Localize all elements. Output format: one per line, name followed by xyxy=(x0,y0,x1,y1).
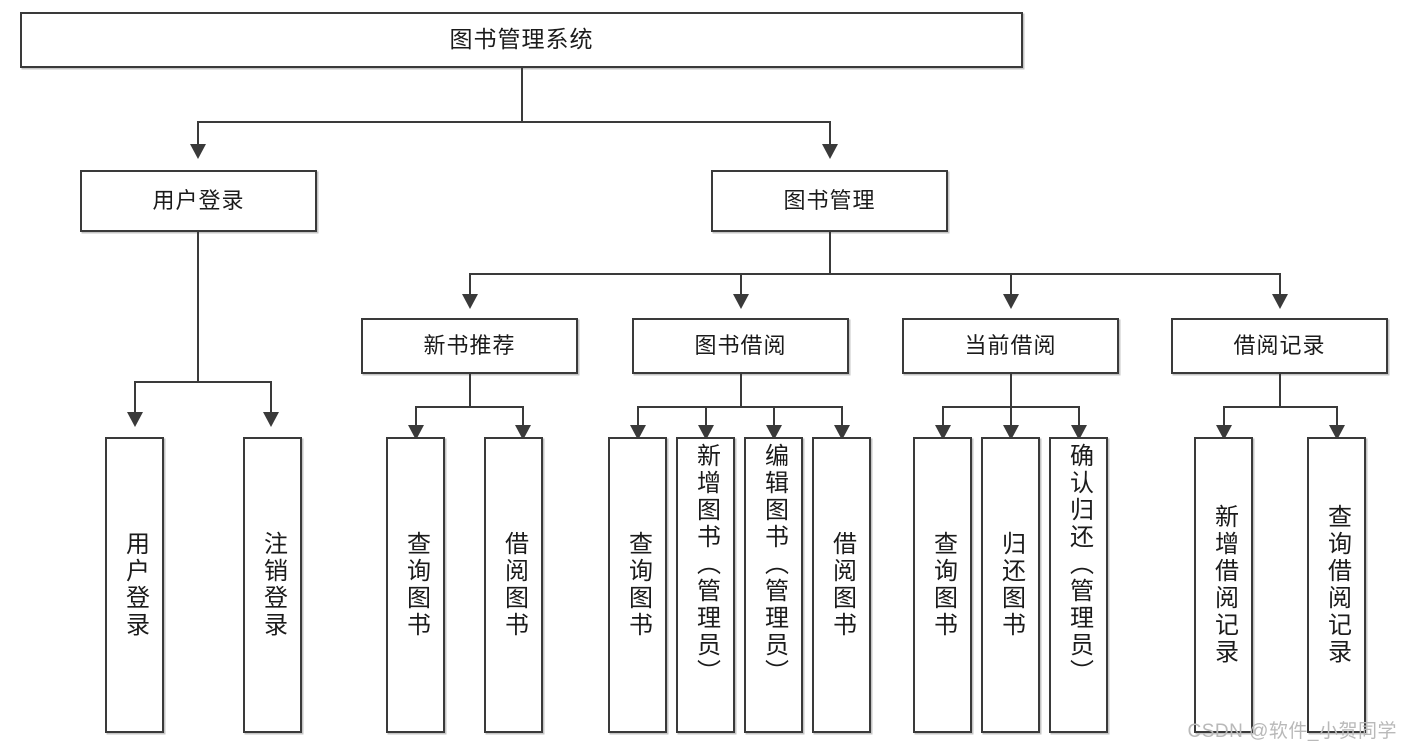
node-new-book-recommend[interactable]: 新书推荐 xyxy=(361,318,578,374)
node-current-borrow[interactable]: 当前借阅 xyxy=(902,318,1119,374)
node-label: 查询借阅记录 xyxy=(1323,504,1351,666)
connector-book-mgmt-to-new-book xyxy=(469,273,471,295)
leaf-user-login[interactable]: 用户登录 xyxy=(105,437,164,733)
arrow-book-mgmt-to-new-book xyxy=(462,294,478,309)
arrow-book-borrow-leaf-4 xyxy=(834,425,850,440)
arrow-user-login-leaf-2 xyxy=(263,412,279,427)
connector-book-mgmt-to-book-borrow xyxy=(740,273,742,295)
connector-book-mgmt-to-borrow-record xyxy=(1279,273,1281,295)
leaf-query-borrow-record[interactable]: 查询借阅记录 xyxy=(1307,437,1366,733)
arrow-new-book-leaf-1 xyxy=(408,425,424,440)
connector-borrow-record-leaf-2 xyxy=(1336,406,1338,428)
node-label: 归还图书 xyxy=(997,531,1025,639)
connector-book-mgmt-stem xyxy=(829,232,831,274)
leaf-add-borrow-record[interactable]: 新增借阅记录 xyxy=(1194,437,1253,733)
connector-root-to-user-login xyxy=(197,121,199,146)
connector-new-book-leaf-2 xyxy=(522,406,524,428)
arrow-book-mgmt-to-current-borrow xyxy=(1003,294,1019,309)
node-label: 用户登录 xyxy=(121,531,149,639)
node-label: 用户登录 xyxy=(152,188,245,214)
leaf-logout[interactable]: 注销登录 xyxy=(243,437,302,733)
arrow-root-to-book-mgmt xyxy=(822,144,838,159)
node-label: 查询图书 xyxy=(624,531,652,639)
node-label: 借阅记录 xyxy=(1233,333,1326,359)
arrow-root-to-user-login xyxy=(190,144,206,159)
connector-current-borrow-stem xyxy=(1010,374,1012,407)
node-label: 新书推荐 xyxy=(423,333,516,359)
connector-borrow-record-stem xyxy=(1279,374,1281,407)
leaf-confirm-return-admin[interactable]: 确认归还（管理员） xyxy=(1049,437,1108,733)
node-label: 当前借阅 xyxy=(964,333,1057,359)
node-label: 借阅图书 xyxy=(500,531,528,639)
leaf-edit-book-admin[interactable]: 编辑图书（管理员） xyxy=(744,437,803,733)
connector-root-stem xyxy=(521,68,523,122)
arrow-book-borrow-leaf-3 xyxy=(766,425,782,440)
connector-new-book-leaf-1 xyxy=(415,406,417,428)
connector-borrow-record-bus xyxy=(1223,406,1336,408)
node-label: 编辑图书（管理员） xyxy=(760,443,788,686)
connector-root-to-book-mgmt xyxy=(829,121,831,146)
leaf-add-book-admin[interactable]: 新增图书（管理员） xyxy=(676,437,735,733)
node-label: 查询图书 xyxy=(402,531,430,639)
connector-book-borrow-stem xyxy=(740,374,742,407)
node-book-borrow[interactable]: 图书借阅 xyxy=(632,318,849,374)
node-label: 新增借阅记录 xyxy=(1210,504,1238,666)
connector-current-borrow-leaf-3 xyxy=(1078,406,1080,428)
connector-book-borrow-bus xyxy=(637,406,842,408)
arrow-current-borrow-leaf-2 xyxy=(1003,425,1019,440)
arrow-book-borrow-leaf-2 xyxy=(698,425,714,440)
arrow-borrow-record-leaf-2 xyxy=(1329,425,1345,440)
connector-user-login-leaf-1 xyxy=(134,381,136,413)
node-book-management[interactable]: 图书管理 xyxy=(711,170,948,232)
leaf-borrow-book[interactable]: 借阅图书 xyxy=(812,437,871,733)
node-label: 借阅图书 xyxy=(828,531,856,639)
leaf-query-book-recommend[interactable]: 查询图书 xyxy=(386,437,445,733)
arrow-new-book-leaf-2 xyxy=(515,425,531,440)
arrow-book-mgmt-to-borrow-record xyxy=(1272,294,1288,309)
connector-root-bus xyxy=(197,121,831,123)
node-label: 确认归还（管理员） xyxy=(1065,443,1093,686)
connector-new-book-stem xyxy=(469,374,471,407)
node-label: 图书管理系统 xyxy=(449,26,594,53)
connector-current-borrow-leaf-2 xyxy=(1010,406,1012,428)
connector-book-mgmt-to-current-borrow xyxy=(1010,273,1012,295)
node-label: 查询图书 xyxy=(929,531,957,639)
arrow-user-login-leaf-1 xyxy=(127,412,143,427)
node-label: 图书借阅 xyxy=(694,333,787,359)
leaf-borrow-book-recommend[interactable]: 借阅图书 xyxy=(484,437,543,733)
connector-book-borrow-leaf-2 xyxy=(705,406,707,428)
node-label: 图书管理 xyxy=(783,188,876,214)
connector-user-login-leaf-2 xyxy=(270,381,272,413)
arrow-current-borrow-leaf-1 xyxy=(935,425,951,440)
leaf-query-book-borrow[interactable]: 查询图书 xyxy=(608,437,667,733)
connector-book-borrow-leaf-3 xyxy=(773,406,775,428)
connector-borrow-record-leaf-1 xyxy=(1223,406,1225,428)
connector-user-login-stem xyxy=(197,232,199,382)
node-label: 新增图书（管理员） xyxy=(692,443,720,686)
arrow-book-mgmt-to-book-borrow xyxy=(733,294,749,309)
node-root-system[interactable]: 图书管理系统 xyxy=(20,12,1023,68)
connector-book-borrow-leaf-1 xyxy=(637,406,639,428)
connector-book-borrow-leaf-4 xyxy=(841,406,843,428)
arrow-borrow-record-leaf-1 xyxy=(1216,425,1232,440)
arrow-book-borrow-leaf-1 xyxy=(630,425,646,440)
connector-book-mgmt-bus xyxy=(469,273,1280,275)
node-label: 注销登录 xyxy=(259,531,287,639)
node-user-login[interactable]: 用户登录 xyxy=(80,170,317,232)
arrow-current-borrow-leaf-3 xyxy=(1071,425,1087,440)
leaf-return-book[interactable]: 归还图书 xyxy=(981,437,1040,733)
connector-user-login-bus xyxy=(134,381,270,383)
connector-new-book-bus xyxy=(415,406,523,408)
node-borrow-record[interactable]: 借阅记录 xyxy=(1171,318,1388,374)
connector-current-borrow-leaf-1 xyxy=(942,406,944,428)
leaf-query-book-current[interactable]: 查询图书 xyxy=(913,437,972,733)
